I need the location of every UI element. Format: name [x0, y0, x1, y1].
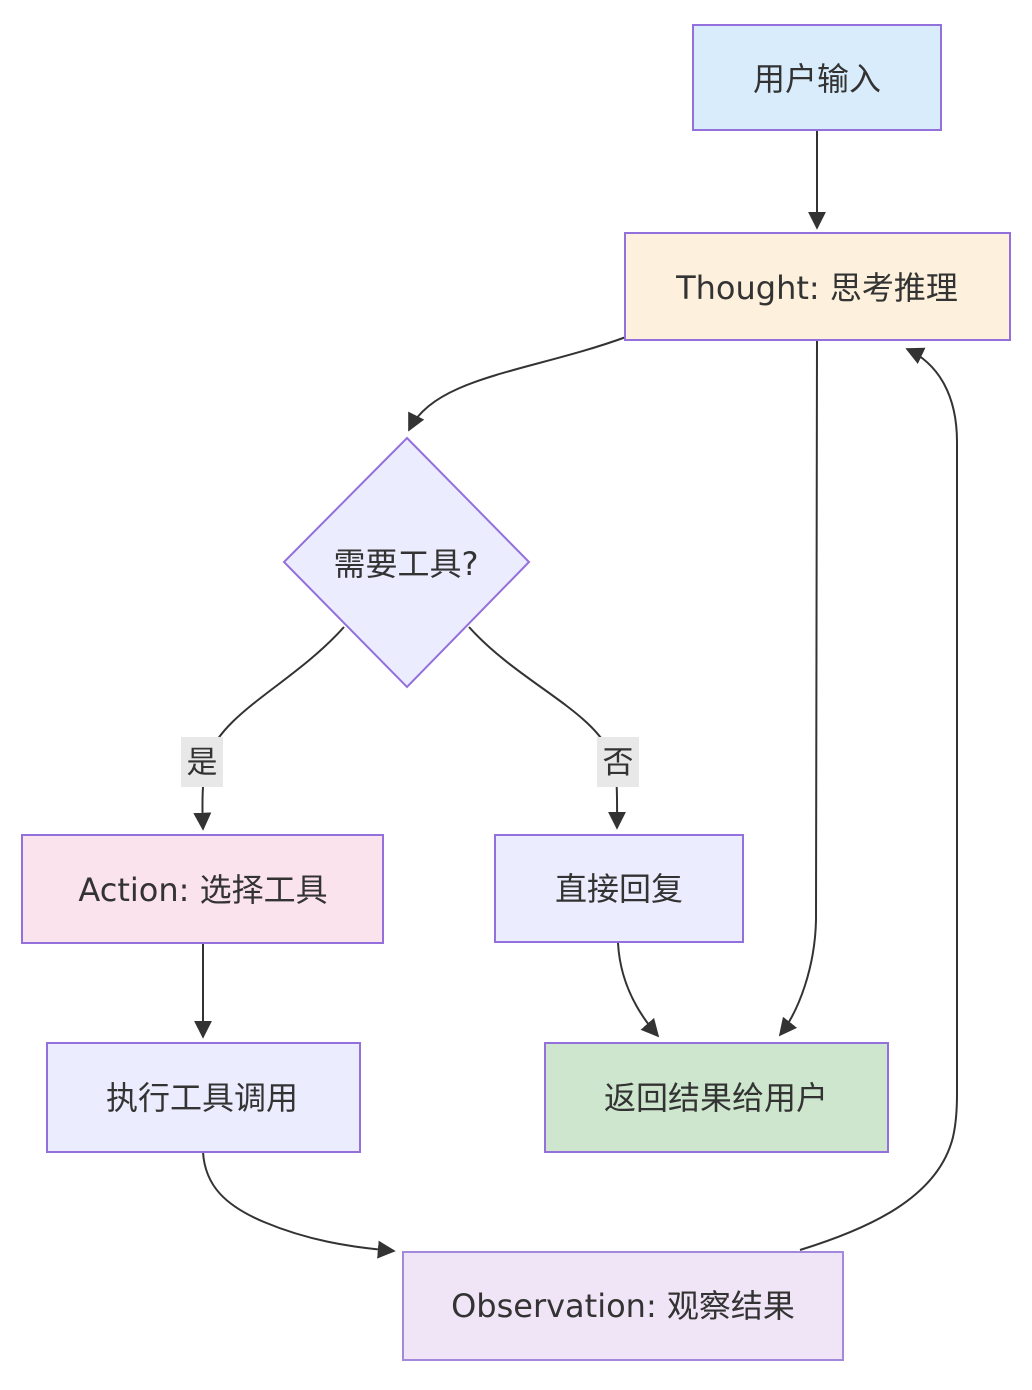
- edge-need-tool-to-action-yes: [193, 626, 345, 831]
- node-execute-tool-box: [46, 1042, 361, 1153]
- node-return-result: 返回结果给用户: [544, 1042, 889, 1153]
- edge-thought-to-need-tool: [408, 336, 627, 432]
- node-observation-box: [402, 1251, 844, 1361]
- edge-observation-to-thought: [799, 347, 958, 1251]
- node-need-tool-decision: 需要工具?: [282, 436, 531, 689]
- edge-label-yes-text: 是: [187, 745, 218, 781]
- node-return-result-box: [544, 1042, 889, 1153]
- node-user-input: 用户输入: [692, 24, 942, 131]
- node-need-tool-label: 需要工具?: [334, 545, 479, 583]
- node-action-label: Action: 选择工具: [78, 871, 327, 909]
- edge-direct-reply-to-return-result: [617, 942, 660, 1038]
- node-action: Action: 选择工具: [21, 834, 384, 944]
- edge-need-tool-to-direct-reply-no: [468, 626, 627, 830]
- node-user-input-label: 用户输入: [753, 60, 881, 98]
- node-thought-label: Thought: 思考推理: [675, 269, 958, 307]
- edge-label-yes-bg: [181, 737, 223, 787]
- edge-label-yes: 是: [181, 737, 223, 787]
- edge-label-no: 否: [597, 737, 639, 787]
- edge-label-no-text: 否: [603, 745, 634, 781]
- node-action-box: [21, 834, 384, 944]
- edge-thought-to-return-result: [778, 340, 818, 1037]
- node-need-tool-diamond: [282, 436, 531, 689]
- node-execute-tool: 执行工具调用: [46, 1042, 361, 1153]
- node-thought: Thought: 思考推理: [624, 232, 1011, 341]
- node-observation-label: Observation: 观察结果: [451, 1287, 795, 1325]
- node-user-input-box: [692, 24, 942, 131]
- node-direct-reply-label: 直接回复: [555, 870, 683, 908]
- edge-label-no-bg: [597, 737, 639, 787]
- node-observation: Observation: 观察结果: [402, 1251, 844, 1361]
- node-direct-reply: 直接回复: [494, 834, 744, 943]
- node-return-result-label: 返回结果给用户: [604, 1079, 828, 1117]
- node-execute-tool-label: 执行工具调用: [106, 1079, 298, 1117]
- edge-execute-tool-to-observation: [202, 1151, 396, 1259]
- node-thought-box: [624, 232, 1011, 341]
- node-direct-reply-box: [494, 834, 744, 943]
